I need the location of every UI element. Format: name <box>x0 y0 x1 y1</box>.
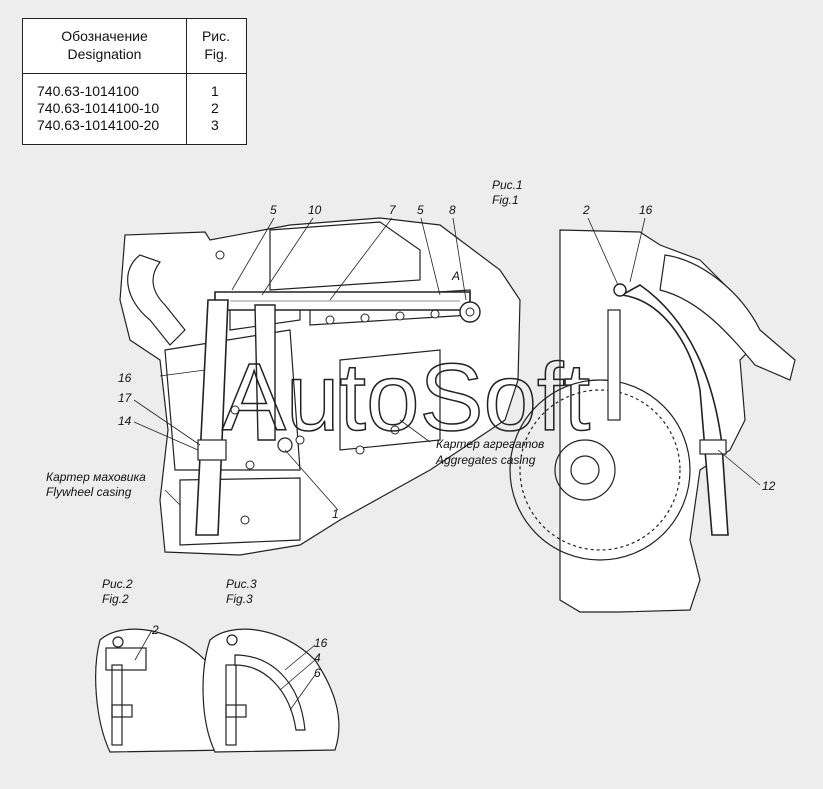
table-cell-fig: 2 <box>211 100 219 116</box>
fig1-caption-ru: Рис.1 <box>492 178 523 192</box>
callout-A: A <box>451 269 460 283</box>
table-divider-vertical <box>186 19 187 144</box>
clamp-1 <box>277 437 293 453</box>
fitting-2 <box>613 283 627 297</box>
flywheel-casing-ru: Картер маховика <box>46 470 146 484</box>
callout-10: 10 <box>308 203 322 217</box>
table-cell-fig: 1 <box>211 83 219 99</box>
fig3-callout-16: 16 <box>314 636 328 650</box>
table-cell-fig: 3 <box>211 117 219 133</box>
callout-16-right: 16 <box>639 203 653 217</box>
fig2-caption-ru: Рис.2 <box>102 577 133 591</box>
fitting-8 <box>459 301 481 323</box>
fig2-caption-en: Fig.2 <box>102 592 129 606</box>
table-row: 740.63-1014100-10 <box>37 100 160 116</box>
intake-pipe <box>659 254 796 381</box>
pipe-support <box>607 309 621 421</box>
header-designation-en: Designation <box>67 46 142 62</box>
fig3-caption-en: Fig.3 <box>226 592 253 606</box>
fig3-view <box>202 628 340 753</box>
header-fig-en: Fig. <box>204 46 228 62</box>
fig2-callout-2: 2 <box>151 623 159 637</box>
header-fig: Рис. Fig. <box>186 27 246 63</box>
fig3-callout-6: 6 <box>314 666 321 680</box>
diagonal-pipe <box>254 304 276 441</box>
leader-lines <box>133 217 761 711</box>
callout-1: 1 <box>332 507 339 521</box>
fig3-caption-ru: Рис.3 <box>226 577 257 591</box>
callout-2: 2 <box>582 203 590 217</box>
table-divider-horizontal <box>23 73 246 74</box>
callout-8: 8 <box>449 203 456 217</box>
callout-16-left: 16 <box>118 371 132 385</box>
block-bolts <box>215 250 440 525</box>
header-fig-ru: Рис. <box>201 28 231 44</box>
table-row: 740.63-1014100-20 <box>37 117 160 133</box>
header-designation-ru: Обозначение <box>61 28 148 44</box>
callout-5-second: 5 <box>417 203 424 217</box>
callout-12: 12 <box>762 479 776 493</box>
exhaust-pipe <box>127 254 186 346</box>
aggregates-casing-en: Aggregates casing <box>435 453 536 467</box>
fig3-callout-4: 4 <box>314 651 321 665</box>
designation-table: Обозначение Designation Рис. Fig. 740.63… <box>22 18 247 145</box>
callout-7: 7 <box>389 203 397 217</box>
clamp-12 <box>699 439 727 455</box>
fig1-caption-en: Fig.1 <box>492 193 519 207</box>
bent-tube-12 <box>619 284 729 536</box>
callout-14: 14 <box>118 414 132 428</box>
table-row: 740.63-1014100 <box>37 83 139 99</box>
watermark: AutoSoft <box>222 344 590 451</box>
header-designation: Обозначение Designation <box>23 27 186 63</box>
callout-17: 17 <box>118 391 133 405</box>
aggregates-casing-ru: Картер агрегатов <box>436 437 544 451</box>
callout-5: 5 <box>270 203 277 217</box>
flywheel-casing-en: Flywheel casing <box>46 485 132 499</box>
